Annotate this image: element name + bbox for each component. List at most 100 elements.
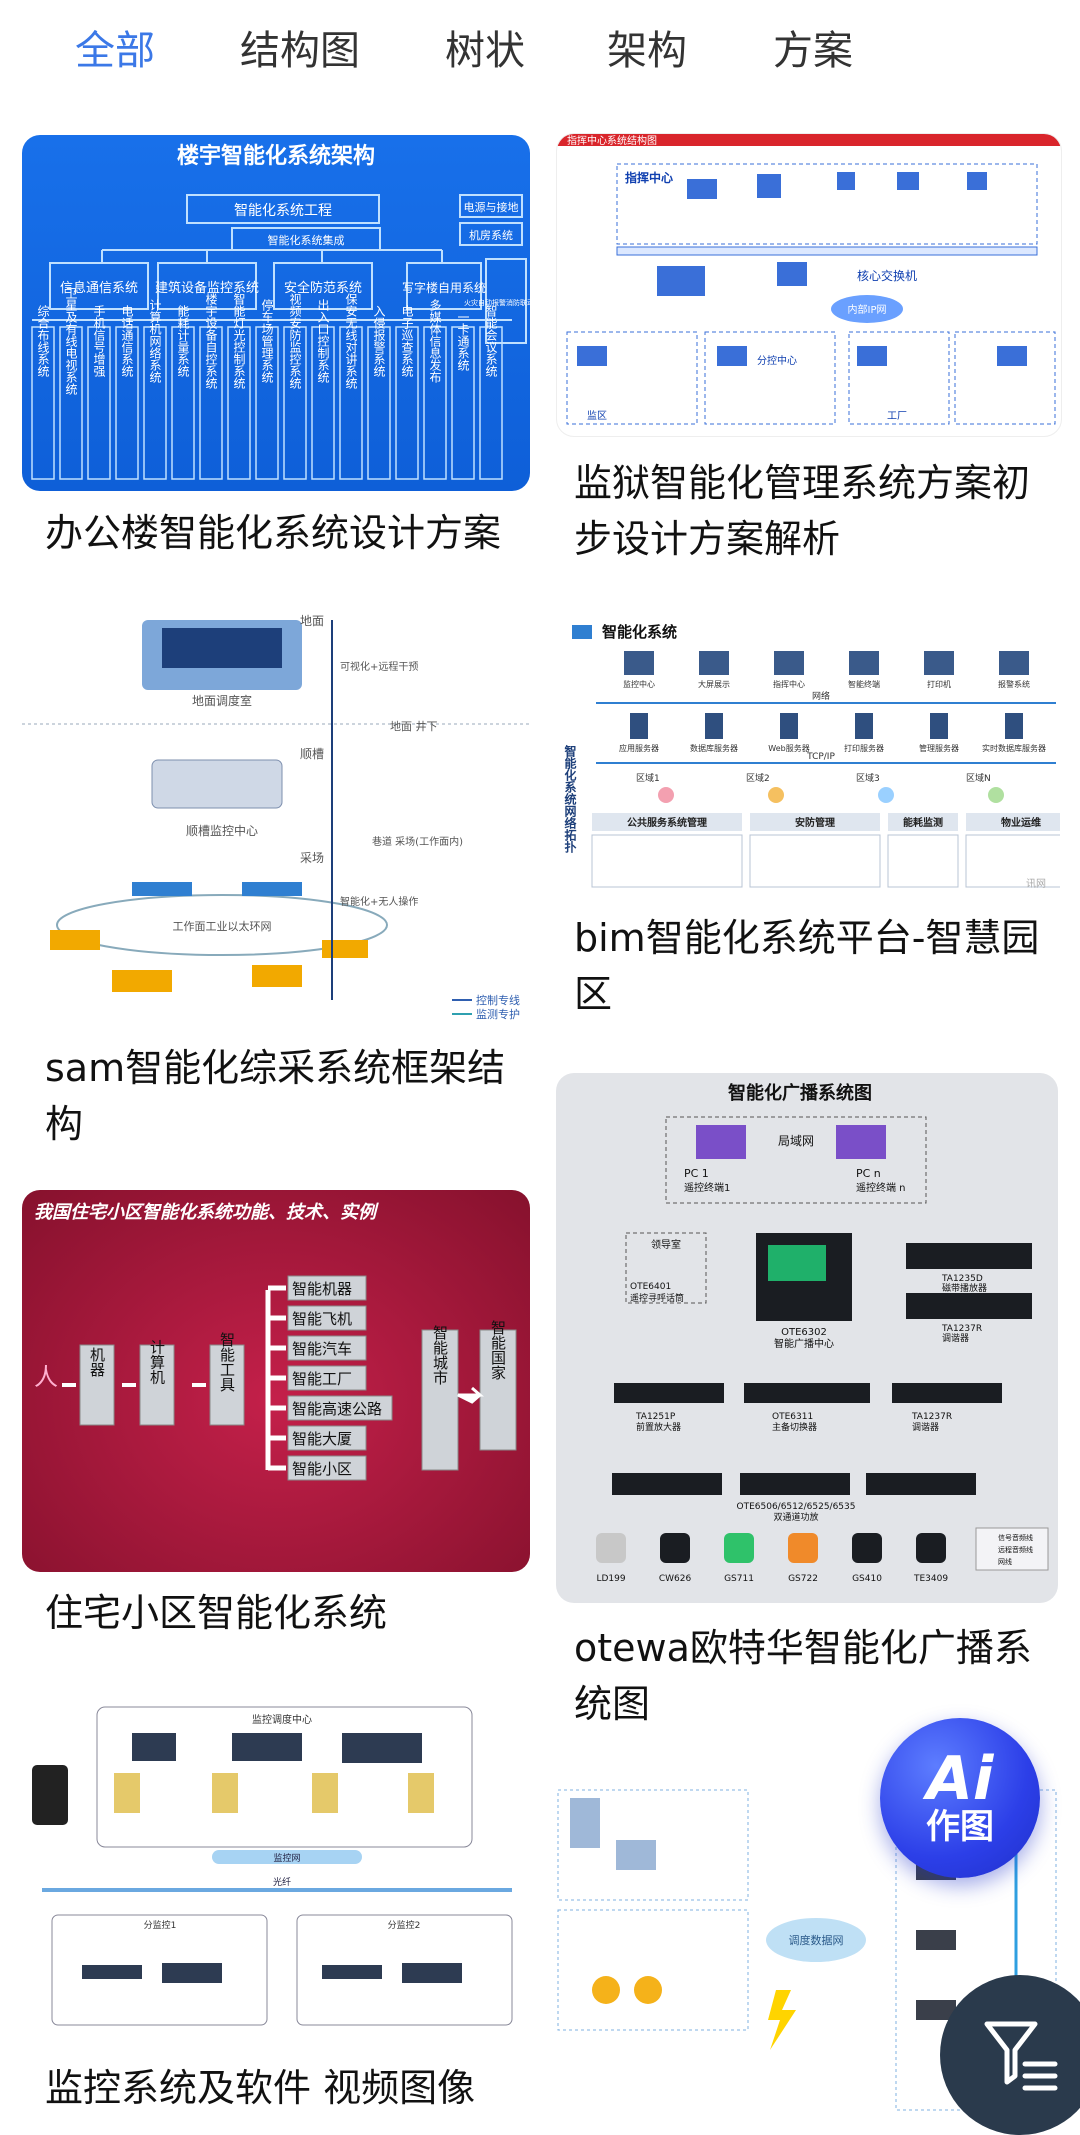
- c4-vertical: 智能化系统网络拓扑: [563, 744, 577, 854]
- c1-leaf: 综合布线系统: [36, 305, 50, 377]
- c6-legend-1: 信号音频线: [998, 1533, 1033, 1542]
- c4-category-box: [592, 813, 742, 831]
- c1-root: 智能化系统工程: [234, 203, 332, 219]
- c6-sw: OTE6311: [772, 1412, 813, 1422]
- c3-side-6: 巷道 采场(工作面内): [372, 835, 463, 848]
- c4-category-box: [750, 813, 880, 831]
- c1-leaf: 停车场管理系统: [260, 298, 274, 383]
- ai-text: Ai: [926, 1744, 994, 1814]
- card-image: 地面调度室 顺槽监控中心 工作面工业以太环网 地面 顺槽 采场 可视化+远程干预…: [22, 614, 530, 1020]
- c4-category-box: [966, 813, 1060, 831]
- c5-title: 我国住宅小区智能化系统功能、技术、实例: [34, 1202, 379, 1223]
- c1-leaf: 手机信号增强: [92, 305, 106, 378]
- c1-leaf-box: [451, 326, 475, 480]
- c5-chain-label: 计算机: [148, 1340, 166, 1386]
- card-caption-3[interactable]: sam智能化综采系统框架结构: [45, 1046, 506, 1146]
- c3-label-3: 工作面工业以太环网: [173, 920, 272, 933]
- c4-zone-icon: [658, 787, 674, 803]
- tab-all[interactable]: 全部: [75, 28, 155, 74]
- c1-leaf-box: [283, 326, 307, 480]
- c3-label-1: 地面调度室: [192, 693, 252, 708]
- c1-leaf: 一卡通系统: [456, 311, 470, 371]
- c3-legend-1: 控制专线: [476, 993, 520, 1007]
- c5-chain-label: 机器: [88, 1347, 106, 1377]
- c4-device-label: 打印机: [927, 679, 951, 689]
- c4-device-icon: [624, 651, 654, 675]
- c1-leaf: 出入口控制系统: [316, 299, 330, 383]
- card-image: 监控调度中心 监控网 光纤 分监控1 分监控2: [32, 1706, 513, 2026]
- c1-leaf: 多媒体信息发布: [428, 299, 442, 384]
- c5-list-box: [287, 1305, 367, 1331]
- c4-server-label: 打印服务器: [844, 743, 884, 753]
- c1-leaf: 智能灯光控制系统: [232, 292, 246, 389]
- c1-leaf: 电子巡查系统: [400, 305, 414, 377]
- c1-leaf-box: [199, 326, 223, 480]
- tab-tree[interactable]: 树状: [445, 28, 525, 74]
- c1-leaf-box: [227, 326, 251, 480]
- c6-mics: 遥控寻呼话筒: [630, 1292, 684, 1304]
- c4-device-icon: [924, 651, 954, 675]
- card-prison[interactable]: 指挥中心系统结构图 指挥中心 核心交换机 内部IP网 分控中心 监区 工厂: [556, 133, 1062, 437]
- c4-server-icon: [630, 713, 648, 739]
- card-image: 楼宇智能化系统架构 智能化系统工程 智能化系统集成 电源与接地 机房系统 信息通…: [31, 143, 530, 480]
- card-broadcast[interactable]: 智能化广播系统图 局域网 PC 1 遥控终端1 PC n 遥控终端 n 领导室 …: [556, 1073, 1058, 1603]
- c4-server-icon: [705, 713, 723, 739]
- card-office-building[interactable]: 楼宇智能化系统架构 智能化系统工程 智能化系统集成 电源与接地 机房系统 信息通…: [22, 135, 530, 491]
- c4-device-label: 监控中心: [623, 679, 655, 689]
- c1-group-2: 建筑设备监控系统: [155, 280, 259, 296]
- c2-l1: 监区: [587, 409, 607, 422]
- c4-category-label: 物业运维: [1001, 816, 1041, 829]
- c6-speaker-label: GS711: [724, 1574, 754, 1584]
- c4-category-box: [888, 813, 958, 831]
- c6-pc1s: 遥控终端1: [684, 1181, 730, 1194]
- card-caption-1[interactable]: 办公楼智能化系统设计方案: [45, 511, 502, 555]
- c1-leaf: 保安无线对讲系统: [344, 293, 358, 389]
- card-image: 指挥中心系统结构图 指挥中心 核心交换机 内部IP网 分控中心 监区 工厂: [557, 134, 1061, 425]
- card-caption-6[interactable]: otewa欧特华智能化广播系统图: [574, 1626, 1032, 1726]
- card-residential[interactable]: 我国住宅小区智能化系统功能、技术、实例 人 机器计算机智能工具 智能机器智能飞机…: [22, 1190, 530, 1572]
- card-bim-park[interactable]: 智能化系统 智能化系统网络拓扑 监控中心大屏展示指挥中心智能终端打印机报警系统 …: [556, 615, 1060, 905]
- c1-leaf: 视频安防监控系统: [288, 292, 302, 389]
- card-caption-4[interactable]: bim智能化系统平台-智慧园区: [574, 916, 1040, 1016]
- card-caption-5[interactable]: 住宅小区智能化系统: [45, 1591, 388, 1635]
- c5-list-box: [287, 1275, 367, 1301]
- c4-device-icon: [774, 651, 804, 675]
- tab-structure-diagram[interactable]: 结构图: [240, 28, 360, 74]
- c6-speaker-icon: [788, 1533, 818, 1563]
- c4-server-label: 实时数据库服务器: [982, 743, 1046, 753]
- c2-header: 指挥中心系统结构图: [567, 134, 657, 147]
- c6-pres: 前置放大器: [636, 1421, 681, 1433]
- ai-draw-button[interactable]: Ai 作图: [880, 1718, 1040, 1878]
- c4-server-label: 应用服务器: [619, 743, 659, 753]
- c5-list-label: 智能机器: [292, 1280, 352, 1298]
- c6-speaker-label: LD199: [596, 1574, 625, 1584]
- c1-leaf-box: [59, 326, 83, 480]
- c6-legend-3: 网线: [998, 1557, 1012, 1566]
- c4-device-label: 大屏展示: [698, 679, 730, 689]
- c1-leaf-box: [423, 326, 447, 480]
- c5-list-box: [287, 1335, 367, 1361]
- c5-list-label: 智能小区: [292, 1460, 352, 1478]
- c4-watermark: 讯网: [1026, 878, 1046, 890]
- card-caption-7[interactable]: 监控系统及软件 视频图像: [45, 2066, 476, 2110]
- c1-title: 楼宇智能化系统架构: [177, 143, 375, 169]
- card-sam-mining[interactable]: 地面调度室 顺槽监控中心 工作面工业以太环网 地面 顺槽 采场 可视化+远程干预…: [22, 600, 530, 1020]
- c3-side-5: 地面 井下: [390, 719, 438, 733]
- card-surveillance[interactable]: 监控调度中心 监控网 光纤 分监控1 分监控2: [22, 1685, 530, 2043]
- tab-architecture[interactable]: 架构: [607, 28, 687, 74]
- c5-list-box: [287, 1395, 393, 1421]
- c1-leaf-box: [395, 326, 419, 480]
- filter-icon: [984, 2021, 1058, 2091]
- c6-amp: OTE6506/6512/6525/6535: [737, 1502, 856, 1512]
- c4-server-label: Web服务器: [768, 743, 809, 753]
- c1-leaf: 楼宇设备自控系统: [204, 292, 218, 389]
- c4-device-icon: [999, 651, 1029, 675]
- card-caption-2[interactable]: 监狱智能化管理系统方案初步设计方案解析: [574, 461, 1031, 561]
- c6-title: 智能化广播系统图: [728, 1082, 872, 1104]
- c3-side-2: 顺槽: [300, 747, 324, 761]
- tab-solution[interactable]: 方案: [773, 28, 853, 74]
- c5-list-box: [287, 1365, 367, 1391]
- c4-title: 智能化系统: [602, 623, 677, 641]
- c5-list-box: [287, 1455, 367, 1481]
- category-tabs: 全部 结构图 树状 架构 方案: [0, 0, 1080, 110]
